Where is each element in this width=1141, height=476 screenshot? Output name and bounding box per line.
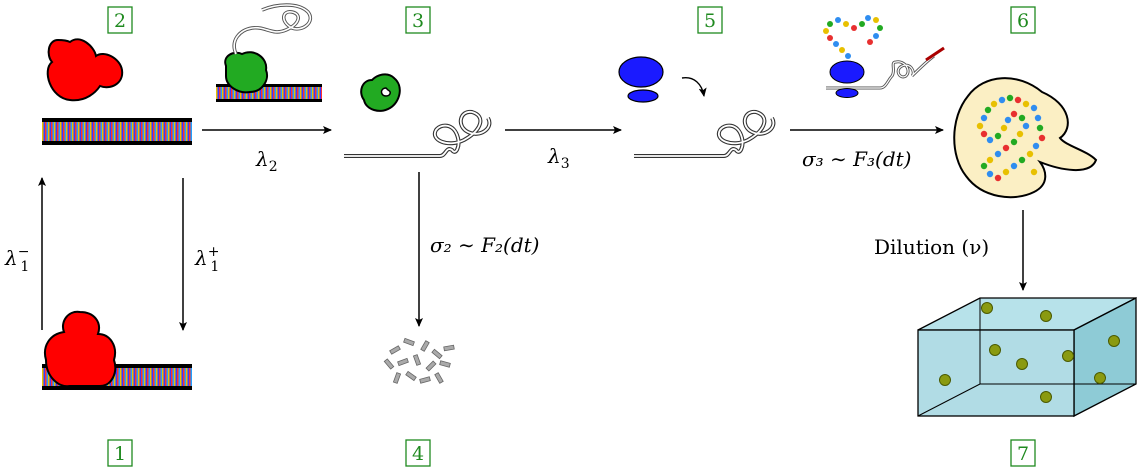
stage-label-1: 1 [114, 443, 126, 465]
diluted-protein-beads [939, 302, 1120, 403]
stage-box-7: 7 [1010, 439, 1036, 467]
ribosome-icon [618, 56, 664, 103]
stage-box-6: 6 [1010, 6, 1036, 34]
nascent-peptide-icon [823, 15, 883, 59]
translation-complex-icon [823, 15, 945, 98]
stage-label-6: 6 [1017, 10, 1029, 32]
stage-box-3: 3 [405, 6, 431, 34]
stage-box-2: 2 [107, 6, 133, 34]
rnap-bound-icon [44, 310, 117, 388]
label-sigma2: σ₂ ∼ F₂(dt) [430, 233, 539, 257]
dna-strand-top-icon [42, 118, 192, 145]
stage-box-1: 1 [107, 439, 133, 467]
dilution-volume-icon [917, 296, 1137, 418]
stage-label-3: 3 [412, 10, 424, 32]
stage-label-7: 7 [1017, 443, 1029, 465]
stage-label-4: 4 [412, 443, 424, 465]
label-lambda3: λ3 [547, 144, 570, 172]
label-dilution: Dilution (ν) [874, 235, 989, 259]
stage-label-2: 2 [114, 10, 126, 32]
rnase-icon [360, 73, 401, 112]
label-sigma3: σ₃ ∼ F₃(dt) [802, 147, 911, 171]
degraded-fragments-icon [383, 337, 455, 384]
folded-protein-icon [976, 94, 1046, 182]
mrna-stage3-icon [344, 109, 492, 158]
mrna-stage5-icon [634, 109, 776, 158]
cell-with-protein-icon [953, 77, 1098, 199]
stage-box-4: 4 [405, 439, 431, 467]
stage-box-5: 5 [697, 6, 723, 34]
label-lambda1-minus: λ−1 [4, 244, 29, 275]
label-lambda2: λ2 [255, 147, 278, 175]
rnap-free-icon [46, 38, 124, 102]
stage-label-5: 5 [704, 10, 716, 32]
transcription-complex-icon [216, 3, 322, 102]
label-lambda1-plus: λ+1 [194, 244, 219, 275]
ribosome-binding-arrow-icon [681, 77, 707, 97]
